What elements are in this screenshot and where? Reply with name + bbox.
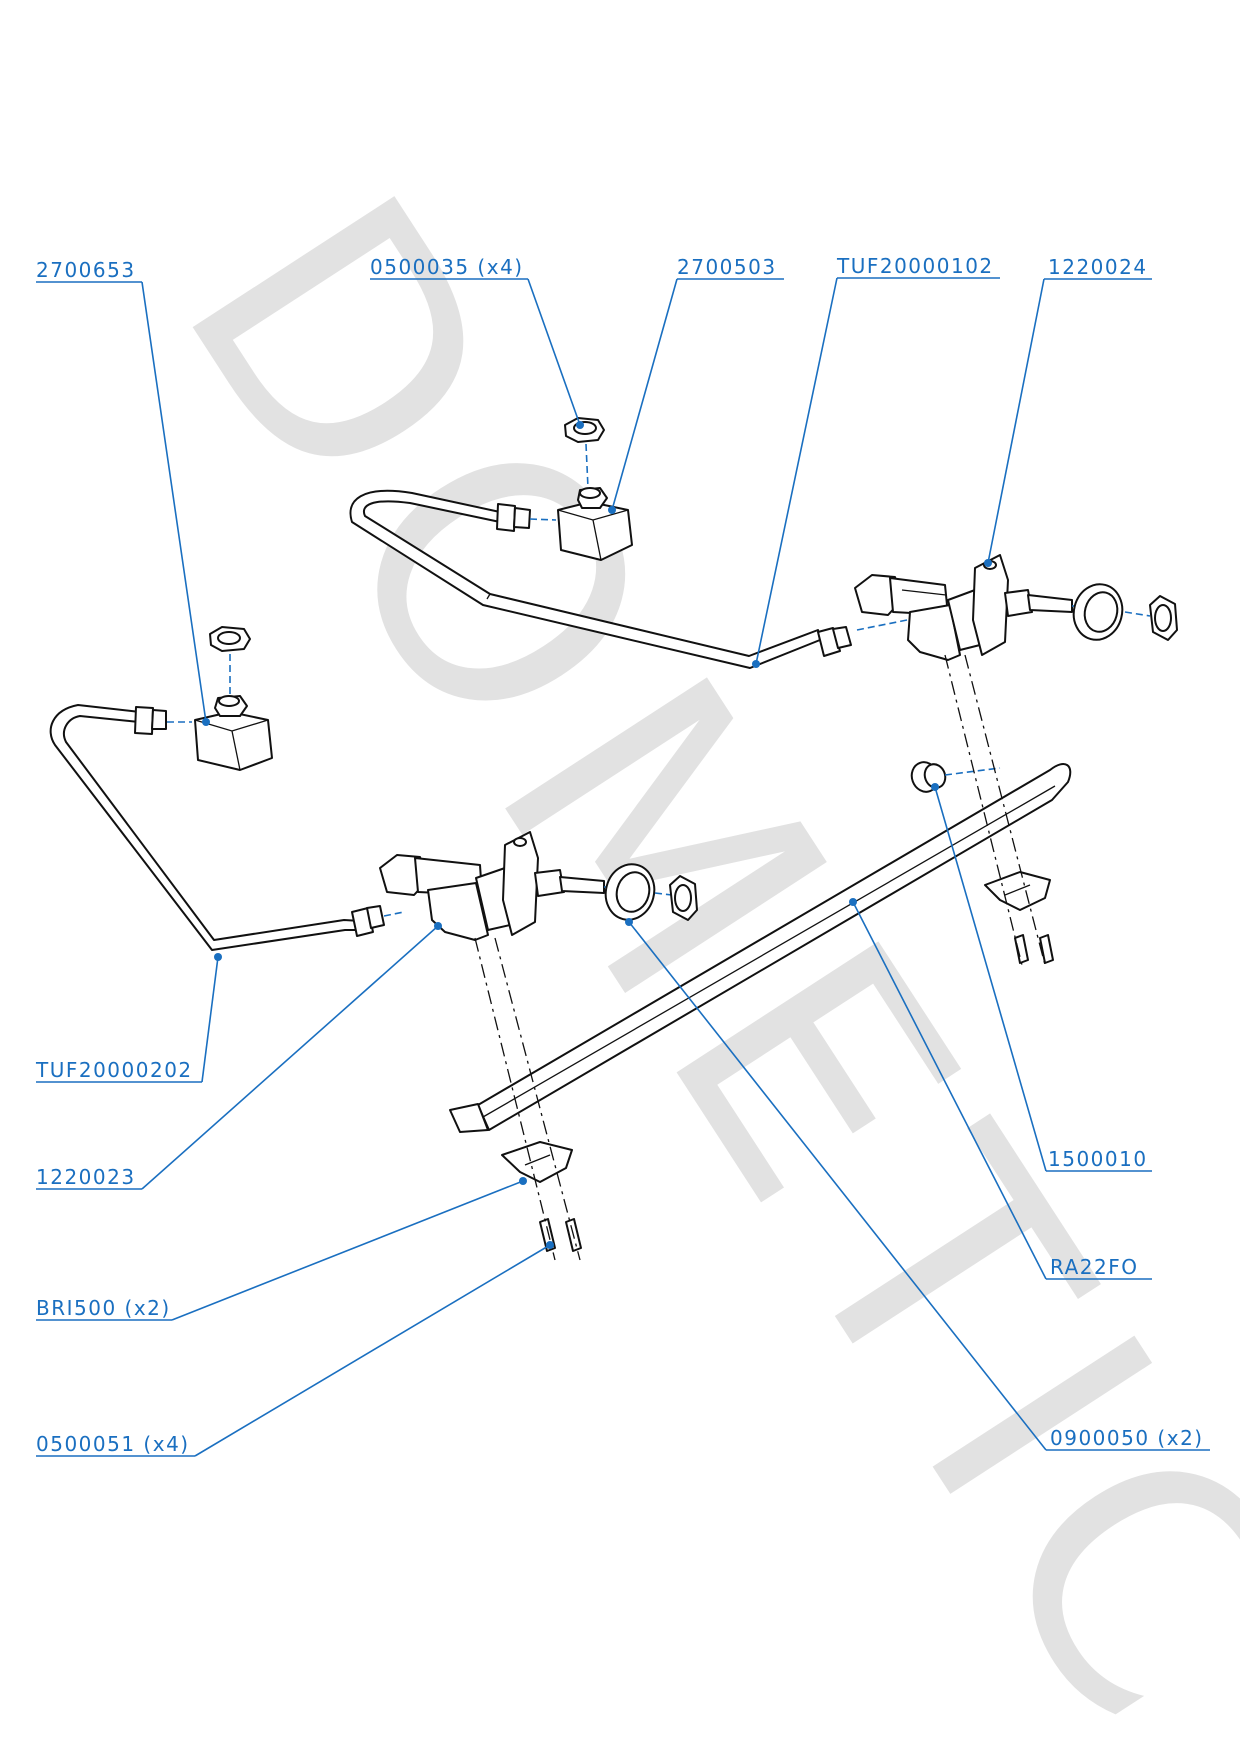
lock-nut-upper-right (1149, 595, 1178, 641)
callout-1220023: 1220023 (36, 922, 442, 1190)
bracket-upper-right (984, 871, 1051, 911)
callout-1220024: 1220024 (984, 255, 1152, 567)
callout-0500035: 0500035 (x4) (370, 255, 584, 429)
fitting-lower-left (134, 706, 167, 735)
bracket-lower (501, 1141, 573, 1183)
callout-label: 2700503 (677, 255, 777, 279)
callout-label: RA22FO (1050, 1255, 1138, 1279)
pipe-ra22fo (449, 763, 1072, 1133)
callout-label: 0500051 (x4) (36, 1432, 190, 1456)
callout-0500051: 0500051 (x4) (36, 1241, 554, 1457)
fitting-lower-right (351, 905, 385, 937)
callout-label: BRI500 (x2) (36, 1296, 171, 1320)
callout-2700653: 2700653 (36, 258, 210, 726)
lock-nut-0500035-left (209, 626, 251, 652)
callout-label: TUF20000102 (836, 254, 994, 278)
callout-label: 1220023 (36, 1165, 136, 1189)
callout-label: 2700653 (36, 258, 136, 282)
screws-lower (539, 1218, 582, 1252)
sealing-ring-upper (1072, 583, 1124, 641)
callout-0900050: 0900050 (x2) (625, 918, 1210, 1451)
lock-nut-0500035-upper (564, 417, 605, 443)
callout-label: 1500010 (1048, 1147, 1148, 1171)
lock-nut-lower (669, 875, 698, 921)
watermark-text: DOMETIC (110, 133, 1240, 1754)
watermark: DOMETIC (110, 133, 1240, 1754)
hex-nut-2700503 (557, 487, 633, 561)
valve-1220024 (854, 554, 1073, 661)
valve-1220023 (379, 831, 605, 941)
callout-bri500: BRI500 (x2) (36, 1177, 527, 1321)
callout-label: TUF20000202 (35, 1058, 193, 1082)
callout-ra22fo: RA22FO (849, 898, 1152, 1280)
fitting-upper-right (817, 626, 852, 657)
callout-label: 1220024 (1048, 255, 1148, 279)
callout-label: 0500035 (x4) (370, 255, 524, 279)
callout-tuf20000202: TUF20000202 (35, 953, 222, 1083)
callout-2700503: 2700503 (608, 255, 784, 514)
screws-upper-right (1014, 934, 1054, 964)
callout-tuf20000102: TUF20000102 (752, 254, 1000, 668)
fitting-upper-left (496, 503, 531, 532)
callout-label: 0900050 (x2) (1050, 1426, 1204, 1450)
sealing-ring-lower (604, 863, 656, 921)
callout-1500010: 1500010 (931, 783, 1152, 1172)
plug-1500010 (910, 761, 947, 793)
hex-nut-2700653 (194, 695, 273, 771)
